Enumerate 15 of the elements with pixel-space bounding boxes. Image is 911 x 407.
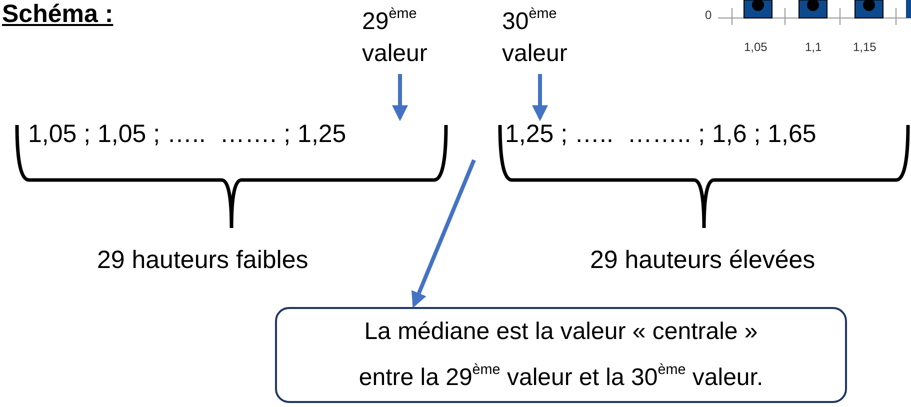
axis-tick-label: 0 <box>705 8 712 22</box>
definition-box: La médiane est la valeur « centrale » entre la 29$^{ème}$ valeur et la 30$^{ème}$ valeur. <box>275 307 847 403</box>
value-sequence: 1,25 ; ….. …….. ; 1,6 ; 1,65 <box>505 120 816 149</box>
value-marker-text: 30$^{ème}$ valeur <box>502 6 582 70</box>
group-caption: 29 hauteurs élevées <box>590 246 816 275</box>
group-caption: 29 hauteurs faibles <box>97 246 308 275</box>
arrow <box>392 74 408 122</box>
axis-tick-label: 1,1 <box>805 40 822 54</box>
axis-tick-label: 1,15 <box>853 40 876 54</box>
arrow <box>532 74 548 122</box>
arrow <box>412 159 476 308</box>
axis-tick-label: 1,05 <box>744 40 768 54</box>
heading: Schéma : <box>2 0 114 29</box>
value-marker-text: 29$^{ème}$ valeur <box>362 6 442 70</box>
value-sequence: 1,05 ; 1,05 ; ….. ……. ; 1,25 <box>28 120 346 149</box>
